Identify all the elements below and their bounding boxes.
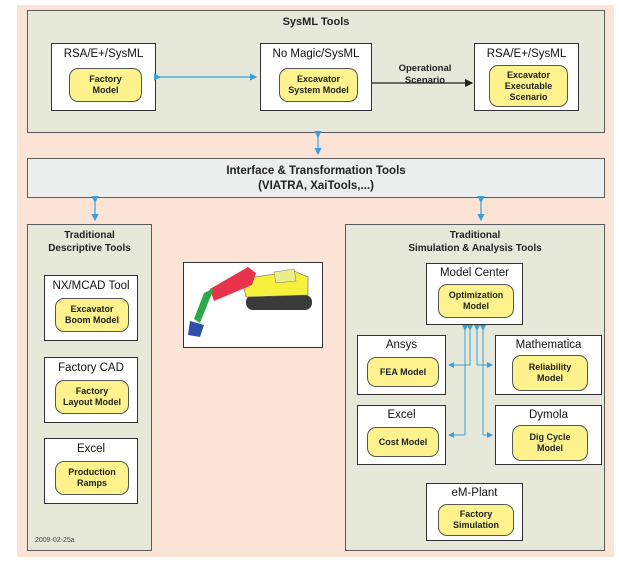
interface-subtitle: (VIATRA, XaiTools,...) — [258, 180, 374, 192]
excavator-illustration — [188, 267, 312, 337]
excavator-image-frame — [183, 262, 323, 348]
interface-title: Interface & Transformation Tools — [226, 165, 406, 177]
excavator-arm — [210, 267, 256, 301]
ansys-box: Ansys FEA Model — [357, 335, 446, 395]
excavator-boom — [194, 288, 214, 323]
box-title: Factory CAD — [58, 362, 124, 374]
box-title: Excel — [387, 409, 416, 421]
box-title: eM-Plant — [451, 487, 498, 499]
box-title: Model Center — [439, 267, 510, 279]
cost-model-pill: Cost Model — [367, 427, 439, 457]
fea-model-pill: FEA Model — [367, 357, 439, 387]
date-stamp: 2009-02-25a — [35, 537, 75, 544]
box-title: No Magic/SysML — [272, 48, 360, 60]
excel-cost-box: Excel Cost Model — [357, 405, 446, 465]
model-center-connectors — [448, 325, 493, 438]
excavator-cab — [273, 268, 297, 284]
box-title: Excel — [76, 443, 106, 455]
box-title: Mathematica — [515, 339, 582, 351]
box-title: RSA/E+/SysML — [486, 48, 567, 60]
box-title: NX/MCAD Tool — [52, 280, 130, 292]
excavator-bucket — [188, 321, 204, 337]
box-title: Ansys — [385, 339, 418, 351]
box-title: RSA/E+/SysML — [63, 48, 144, 60]
sysml-tools-title: SysML Tools — [282, 16, 350, 28]
interface-transformation-bar: Interface & Transformation Tools (VIATRA… — [27, 158, 605, 198]
box-title: Dymola — [529, 409, 568, 421]
excavator-track — [246, 295, 312, 310]
